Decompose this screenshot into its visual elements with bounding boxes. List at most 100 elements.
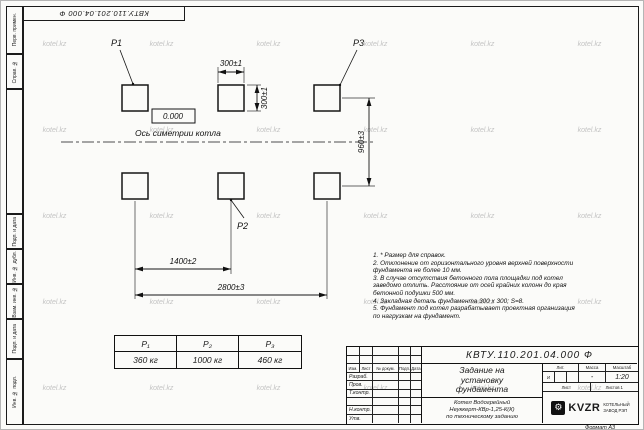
scale-value: 1:20: [606, 372, 638, 383]
kvzr-logo-text: KVZR: [568, 401, 601, 414]
titleblock-drawing-title: Задание на установку фундамента: [422, 364, 542, 397]
foundation-pad: [217, 84, 245, 112]
margin-label: Инв. № подл.: [11, 376, 18, 408]
grid-cell: [373, 389, 399, 398]
level-mark-box: [151, 108, 196, 124]
note-line: 2. Отклонение от горизонтального уровня …: [373, 259, 574, 267]
grid-cell: [373, 355, 399, 364]
margin-box-podp-data-2: Подп. и дата: [6, 319, 23, 359]
grid-cell: [373, 414, 399, 423]
margin-box-inv-podl: Инв. № подл.: [6, 359, 23, 425]
rotated-docnumber-stamp: КВТУ.110.201.04.000 Ф: [23, 6, 185, 21]
margin-label: Подп. и дата: [11, 216, 18, 247]
pad-label-p3: Р3: [353, 38, 364, 48]
note-line: 3. В случае отсутствия бетонного пола пл…: [373, 274, 563, 282]
leader-line-p2: [230, 199, 245, 219]
load-table-value: 460 кг: [257, 355, 283, 365]
dim-row-spacing-label: 960±3: [357, 130, 366, 153]
mass-label: Масса: [579, 364, 606, 372]
load-table-header: Р₃: [239, 336, 301, 352]
format-label: Формат А3: [585, 425, 616, 430]
grid-cell: [373, 406, 399, 415]
mass-value: -: [579, 372, 606, 383]
col-header-list: Лист: [360, 364, 373, 373]
dim-half-span-label: 1400±2: [170, 257, 197, 266]
row-label-nkontr: Н.контр.: [347, 406, 373, 415]
margin-box-vzam-inv: Взам. инв. №: [6, 284, 23, 319]
foundation-plan: 300±1 300±1 960±3 1400±2 2800±3 0.000 Ос…: [61, 38, 375, 299]
grid-cell: [411, 406, 421, 415]
leader-dot: [131, 82, 135, 86]
col-header-izm: Изм.: [347, 364, 360, 373]
grid-cell: [347, 347, 360, 356]
title-line: Задание на: [459, 364, 505, 375]
scale-label: Масштаб: [606, 364, 638, 372]
grid-cell: [360, 347, 373, 356]
col-header-podp: Подп.: [399, 364, 411, 373]
grid-cell: [411, 398, 421, 407]
grid-cell: [411, 356, 421, 364]
dim-pad-width-label: 300±1: [220, 59, 242, 68]
leader-line-p1: [119, 49, 134, 85]
load-table-header: Р₁: [115, 336, 177, 352]
row-label-empty: [347, 397, 373, 407]
col-header-docnum: № докум.: [373, 364, 399, 373]
grid-cell: [411, 381, 421, 390]
grid-cell: [411, 373, 421, 382]
lit-label: Лит.: [543, 364, 579, 372]
row-label-tkontr: Т.контр.: [347, 389, 373, 398]
grid-cell: [399, 373, 411, 382]
note-line: заведомо отлить. Расстояние от осей край…: [373, 282, 567, 290]
foundation-pad: [313, 172, 341, 200]
sheet-label: Лист: [543, 383, 591, 392]
dim-full-span-label: 2800±3: [217, 283, 245, 292]
margin-label: Подп. и дата: [11, 324, 18, 354]
margin-label: Взам. инв. №: [11, 285, 18, 318]
grid-cell: [399, 414, 411, 423]
level-mark-label: 0.000: [163, 112, 184, 121]
note-line: 1. * Размер для справок.: [373, 252, 446, 259]
load-table-value: 1000 кг: [177, 352, 239, 368]
col-header-data: Дата: [411, 364, 421, 373]
lit-cell: [555, 372, 567, 383]
note-line: по нагрузкам на фундамент.: [373, 312, 461, 320]
gear-icon: ⚙: [554, 402, 563, 412]
title-line: фундамента: [455, 384, 509, 395]
margin-box-perv-primen: Перв. примен.: [6, 6, 23, 54]
margin-label: Справ. №: [11, 59, 18, 84]
foundation-pad: [217, 172, 245, 200]
grid-cell: [373, 347, 399, 356]
note-line: бетонной подушки 500 мм.: [373, 290, 456, 298]
dim-pad-height-label: 300±1: [260, 87, 269, 109]
grid-cell: [347, 355, 360, 364]
titleblock-doc-number: КВТУ.110.201.04.000 Ф: [422, 347, 637, 364]
note-line: фундамента не более 10 мм.: [373, 267, 462, 275]
grid-cell: [399, 381, 411, 390]
lit-mass-scale-header: Лит. Масса Масштаб: [543, 364, 638, 372]
margin-label: Перв. примен.: [11, 13, 18, 47]
grid-cell: [399, 397, 411, 407]
load-table: Р₁ Р₂ Р₃ 360 кг 1000 кг 460 кг: [114, 335, 302, 369]
row-label-razrab: Разраб.: [347, 373, 373, 382]
margin-box-sprav-no: Справ. №: [6, 54, 23, 89]
row-label-prov: Пров.: [347, 381, 373, 390]
margin-box-podp-data-1: Подп. и дата: [6, 214, 23, 249]
grid-cell: [373, 381, 399, 390]
lit-mass-scale-values: И - 1:20: [543, 372, 638, 383]
pad-label-p1: Р1: [111, 38, 122, 48]
grid-cell: [411, 390, 421, 398]
org-line: КОТЕЛЬНЫЙ: [603, 402, 630, 408]
titleblock-product-name: Котел Водогрейный Неуккерт-КВр-1,25-К(К)…: [422, 397, 542, 423]
axis-label: Ось симетрии котла: [135, 128, 221, 138]
load-table-value: 360 кг: [115, 352, 177, 368]
grid-cell: [399, 347, 411, 356]
row-label-utv: Утв.: [347, 414, 373, 423]
grid-cell: [399, 389, 411, 398]
grid-cell: [373, 373, 399, 382]
titleblock-signature-grid: Изм. Лист № докум. Подп. Дата Разраб. Пр…: [347, 347, 422, 423]
lit-cell: [567, 372, 579, 383]
lit-value: И: [543, 372, 555, 383]
leader-line-p3: [339, 49, 358, 86]
margin-box-inv-dubl: Инв. № дубл.: [6, 249, 23, 284]
